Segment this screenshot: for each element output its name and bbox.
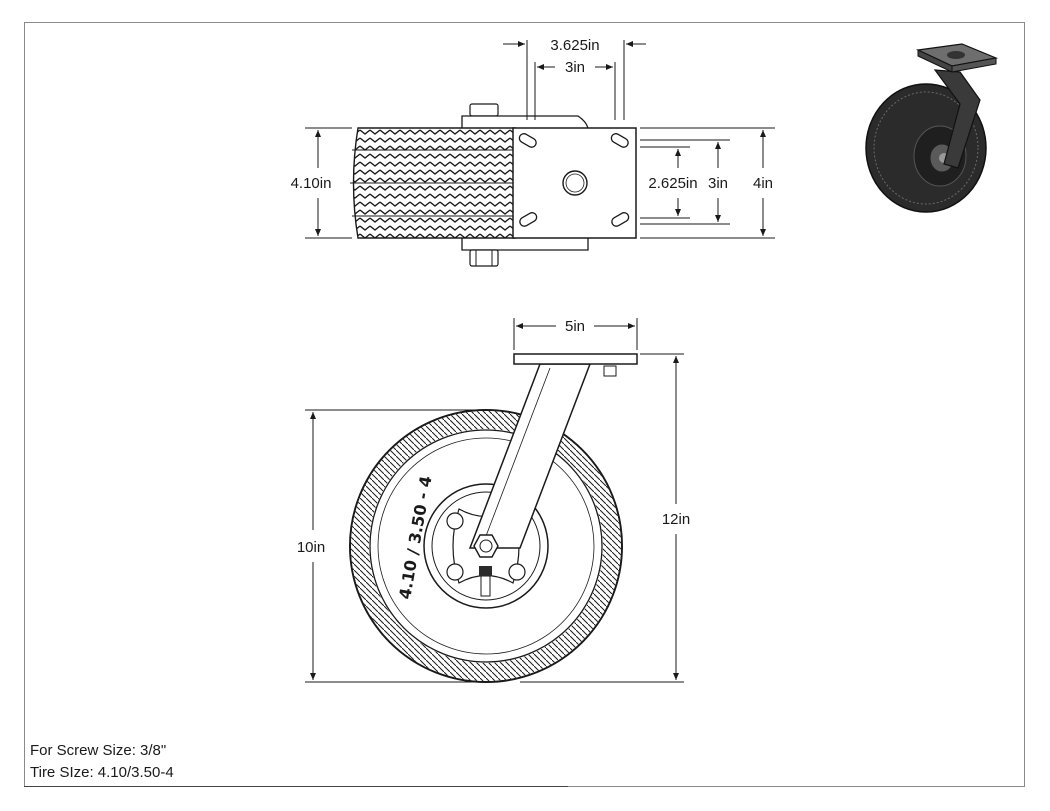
dim-side-plate-width: 5in (565, 318, 585, 335)
side-view: 4.10 / 3.50 - 4 (349, 353, 638, 683)
dim-side-wheel-diameter: 10in (297, 539, 325, 556)
top-axle-nut (469, 249, 499, 267)
valve-stem (480, 575, 491, 597)
top-view-dimension-lines (305, 40, 775, 239)
side-grease-fitting (603, 365, 617, 377)
side-tire-tread (351, 411, 621, 681)
footer-rule (24, 786, 568, 787)
kingpin-hole (562, 170, 588, 196)
dim-top-wheel-width: 4.10in (291, 175, 332, 192)
tire-size-note: Tire SIze: 4.10/3.50-4 (30, 764, 174, 781)
side-top-plate (513, 353, 638, 365)
side-view-dimension-lines (305, 318, 684, 683)
notes-block: For Screw Size: 3/8" Tire SIze: 4.10/3.5… (30, 740, 174, 784)
dim-top-hole-spacing-width: 3in (565, 59, 585, 76)
caster-3d-preview (865, 43, 999, 213)
dim-top-hole-spacing-inner: 2.625in (648, 175, 697, 192)
dim-top-hole-spacing-height: 3in (708, 175, 728, 192)
mounting-slots (518, 133, 630, 227)
top-bolt-head (469, 103, 499, 117)
top-view (350, 103, 637, 267)
dim-top-overall-width: 3.625in (550, 37, 599, 54)
dim-side-overall-height: 12in (662, 511, 690, 528)
screw-size-note: For Screw Size: 3/8" (30, 742, 167, 759)
dim-top-plate-height: 4in (753, 175, 773, 192)
